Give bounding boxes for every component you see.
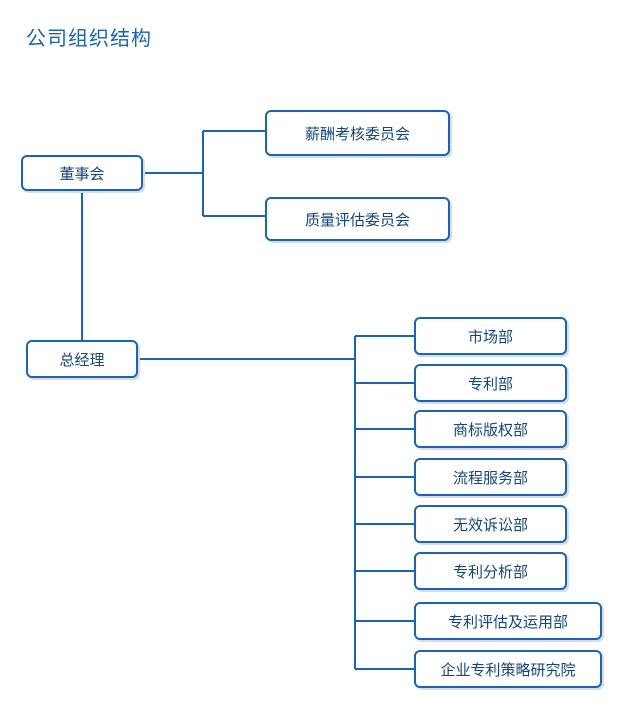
page-title: 公司组织结构 — [26, 26, 152, 50]
node-salary-committee: 薪酬考核委员会 — [265, 110, 450, 156]
dept-label: 市场部 — [467, 327, 513, 346]
node-dept-process-service: 流程服务部 — [414, 458, 567, 496]
node-dept-strategy-institute: 企业专利策略研究院 — [414, 650, 602, 688]
node-quality-committee-label: 质量评估委员会 — [304, 210, 410, 229]
node-dept-patent: 专利部 — [414, 364, 567, 402]
node-dept-patent-analysis: 专利分析部 — [414, 552, 567, 590]
node-salary-committee-label: 薪酬考核委员会 — [304, 124, 410, 143]
node-dept-market: 市场部 — [414, 317, 567, 355]
dept-label: 专利评估及运用部 — [447, 612, 568, 631]
dept-label: 无效诉讼部 — [452, 515, 528, 534]
node-board-label: 董事会 — [59, 164, 105, 183]
node-dept-trademark-copyright: 商标版权部 — [414, 410, 567, 448]
dept-label: 商标版权部 — [452, 420, 528, 439]
dept-label: 专利分析部 — [452, 562, 528, 581]
node-quality-committee: 质量评估委员会 — [265, 197, 450, 241]
dept-label: 企业专利策略研究院 — [440, 660, 576, 679]
node-dept-invalidation-litigation: 无效诉讼部 — [414, 505, 567, 543]
dept-label: 流程服务部 — [452, 468, 528, 487]
node-dept-patent-evaluation: 专利评估及运用部 — [414, 602, 602, 640]
node-board: 董事会 — [21, 155, 143, 191]
node-general-manager: 总经理 — [26, 340, 138, 378]
dept-label: 专利部 — [467, 374, 513, 393]
node-general-manager-label: 总经理 — [59, 350, 105, 369]
